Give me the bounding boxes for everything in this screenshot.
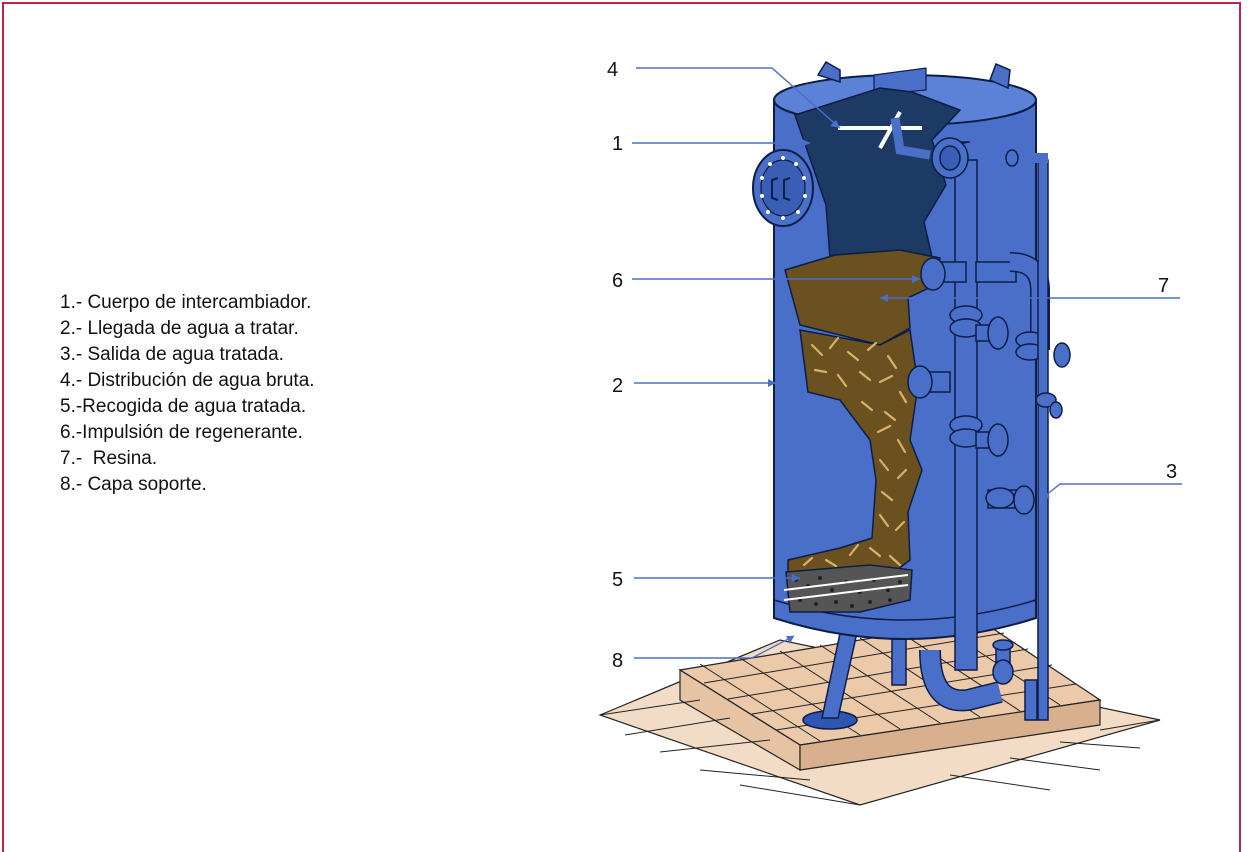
legend-item-7: 7.- Resina. <box>60 448 158 469</box>
callout-2: 2 <box>612 375 623 397</box>
callout-7: 7 <box>1158 275 1169 297</box>
callout-leaders <box>632 67 1182 659</box>
legend-item-5: 5.-Recogida de agua tratada. <box>60 396 307 417</box>
tank-cutaway <box>783 87 962 613</box>
distributor-pipe <box>838 111 931 160</box>
callout-6: 6 <box>612 270 623 292</box>
legend-item-6: 6.-Impulsión de regenerante. <box>60 422 303 443</box>
manhole-flange <box>752 149 814 227</box>
legend: 1.- Cuerpo de intercambiador. 2.- Llegad… <box>60 290 315 498</box>
callout-3: 3 <box>1166 461 1177 483</box>
resin-bead-texture <box>802 336 908 568</box>
callout-5: 5 <box>612 569 623 591</box>
callout-4: 4 <box>607 59 618 81</box>
front-piping <box>907 137 1071 721</box>
legend-item-2: 2.- Llegada de agua a tratar. <box>60 318 299 339</box>
floor-base <box>598 619 1161 806</box>
legend-item-3: 3.- Salida de agua tratada. <box>60 344 284 365</box>
legend-item-1: 1.- Cuerpo de intercambiador. <box>60 292 312 313</box>
legend-item-4: 4.- Distribución de agua bruta. <box>60 370 315 391</box>
legend-item-8: 8.- Capa soporte. <box>60 474 207 495</box>
callout-8: 8 <box>612 650 623 672</box>
callout-1: 1 <box>612 133 623 155</box>
